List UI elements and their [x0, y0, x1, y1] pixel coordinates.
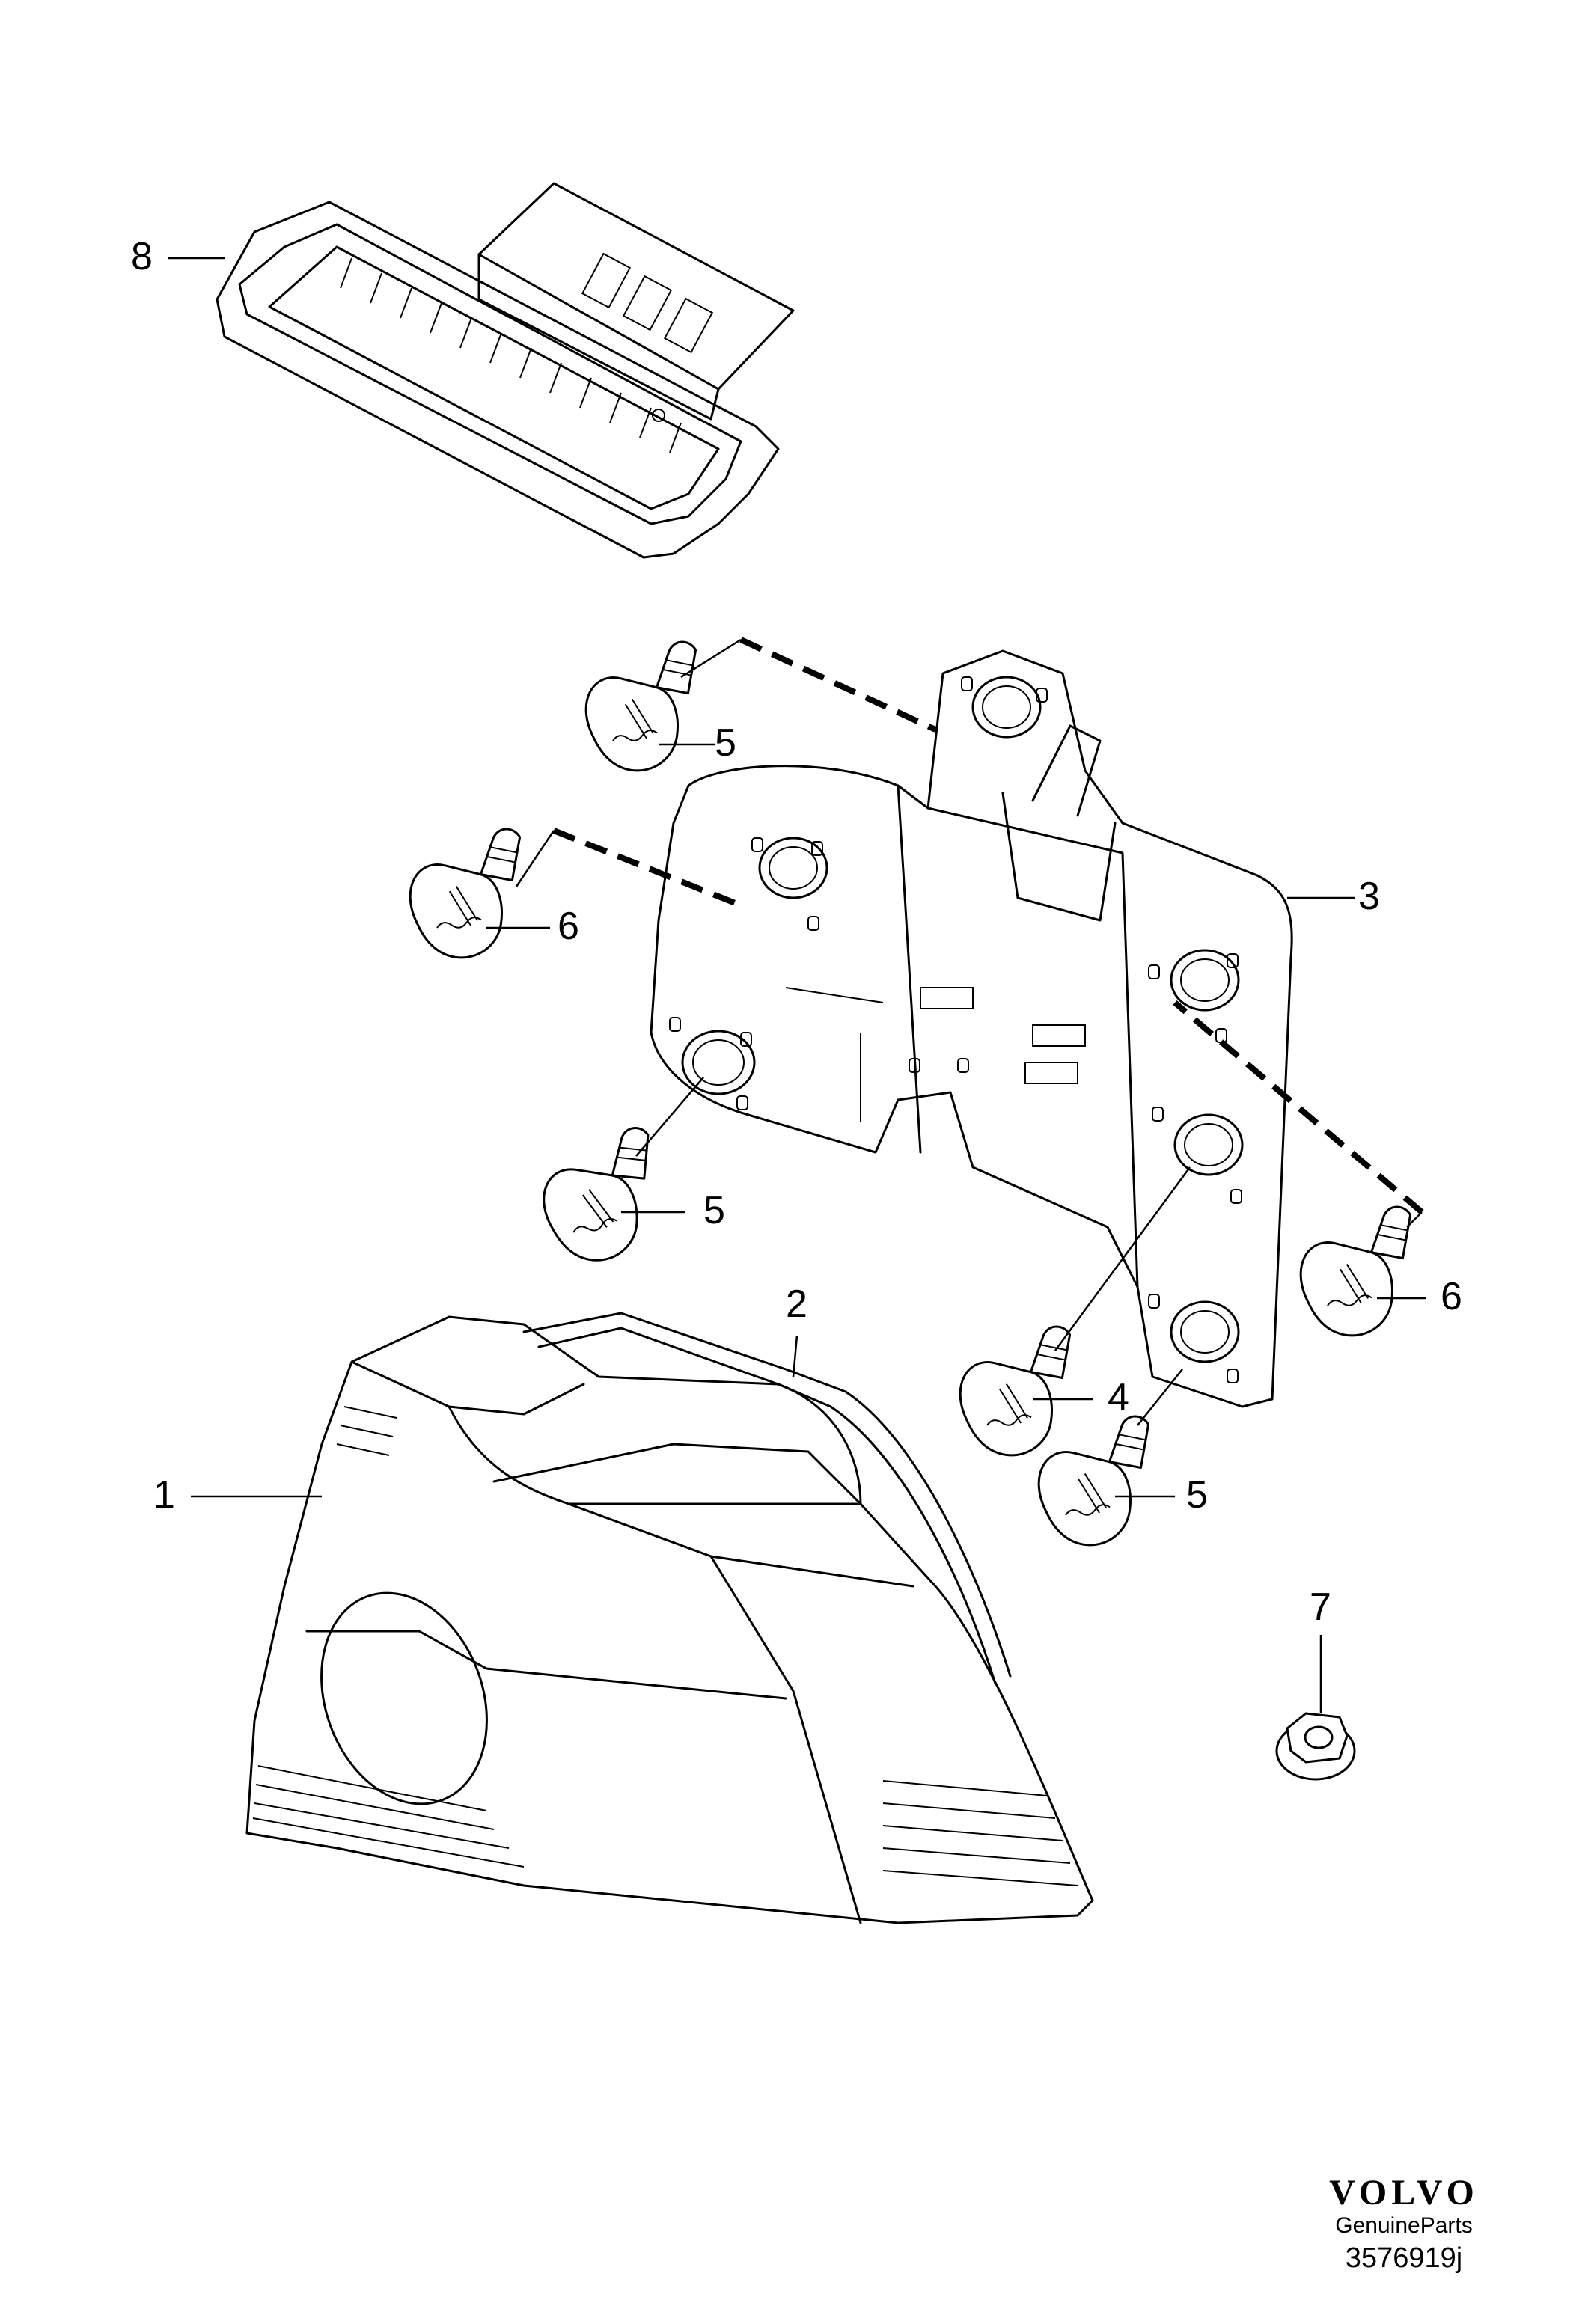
socket-upper-right	[971, 676, 1042, 739]
socket-left-lower	[681, 1030, 756, 1095]
callout-8: 8	[131, 235, 153, 278]
drawing-number: 3576919j	[1345, 2242, 1463, 2274]
callout-6-right: 6	[1441, 1275, 1462, 1318]
socket-right-lower	[1170, 1300, 1240, 1363]
bulb-holder-plate	[650, 649, 1293, 1408]
genuine-parts-label: GenuineParts	[1335, 2213, 1473, 2238]
bulb-5-lower-left	[529, 1123, 678, 1273]
callout-2: 2	[786, 1282, 807, 1326]
volvo-logo: VOLVO	[1329, 2173, 1479, 2213]
socket-left-upper	[758, 837, 828, 899]
flange-nut	[1275, 1712, 1356, 1781]
socket-right-upper	[1170, 949, 1240, 1012]
callout-4: 4	[1108, 1376, 1129, 1419]
screw-bosses	[669, 676, 1242, 1383]
assembly-dash-lines	[515, 637, 1424, 1426]
brand-block: VOLVO GenuineParts 3576919j	[1307, 2174, 1501, 2277]
bulb-4	[950, 1323, 1090, 1464]
callout-6-left: 6	[558, 905, 579, 948]
bulb-5-lower-right	[1028, 1413, 1169, 1554]
callout-7: 7	[1310, 1585, 1331, 1629]
seal-gasket	[522, 1312, 1012, 1685]
callout-5-lower-right: 5	[1186, 1473, 1208, 1517]
callout-leaders	[168, 257, 1426, 1713]
brake-light-lens-ribs	[340, 257, 682, 453]
housing-ribs	[252, 1406, 1078, 1886]
socket-right-middle	[1173, 1113, 1244, 1176]
high-mount-brake-light	[216, 182, 795, 559]
bulb-5-upper	[575, 638, 716, 780]
callout-3: 3	[1358, 875, 1380, 918]
bulb-6-left	[400, 825, 540, 967]
callout-1: 1	[153, 1473, 175, 1517]
tail-lamp-housing	[245, 1315, 1094, 1924]
callout-5-upper: 5	[715, 721, 736, 765]
callout-5-lower-left: 5	[703, 1189, 725, 1232]
